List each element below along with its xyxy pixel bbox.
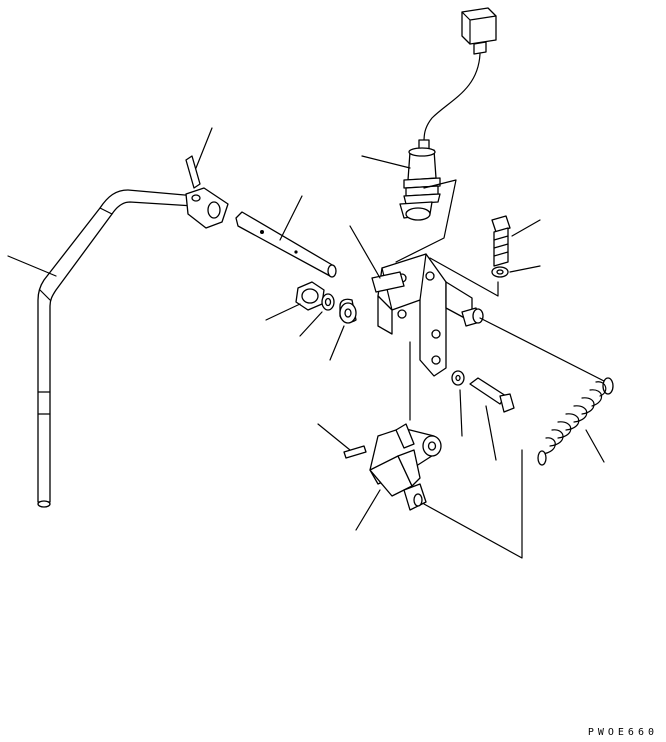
pivot-pin[interactable] (461, 307, 484, 327)
bushing[interactable] (339, 298, 357, 324)
connector-plug[interactable] (461, 7, 497, 55)
leader-line (279, 195, 303, 241)
shaft[interactable] (235, 211, 337, 278)
sensor-wire (423, 53, 481, 143)
sensor-leader-bracket (395, 179, 457, 263)
bolt-upper[interactable] (491, 215, 511, 267)
washer-lower[interactable] (451, 370, 465, 386)
collar[interactable] (295, 281, 325, 311)
leader-line (585, 429, 605, 463)
leader-line (459, 389, 463, 437)
leader-line (509, 265, 541, 273)
assembly-line (429, 257, 499, 297)
switch-sensor[interactable] (399, 139, 441, 221)
leader-line (361, 155, 411, 169)
leader-line (299, 311, 323, 337)
leader-line (195, 127, 213, 169)
assembly-line (423, 449, 523, 559)
washer-small[interactable] (321, 293, 335, 311)
split-pin[interactable] (185, 155, 201, 189)
leader-line (511, 219, 541, 237)
lever-rod[interactable] (37, 189, 197, 508)
mounting-bracket[interactable] (371, 253, 473, 377)
bolt-lower[interactable] (469, 377, 515, 413)
leader-line (485, 405, 497, 461)
assembly-line (479, 317, 607, 383)
leader-line (7, 255, 57, 277)
leader-line (265, 303, 301, 321)
lever-arm[interactable] (369, 423, 442, 511)
return-spring[interactable] (537, 377, 614, 466)
leader-line (317, 423, 351, 451)
rod-end-joint[interactable] (185, 187, 229, 229)
lever-pin[interactable] (343, 445, 367, 459)
leader-line (349, 225, 381, 279)
drawing-code: PWOE660 (587, 727, 658, 738)
washer-upper[interactable] (491, 266, 509, 278)
leader-line (355, 489, 381, 531)
leader-line (329, 325, 345, 361)
